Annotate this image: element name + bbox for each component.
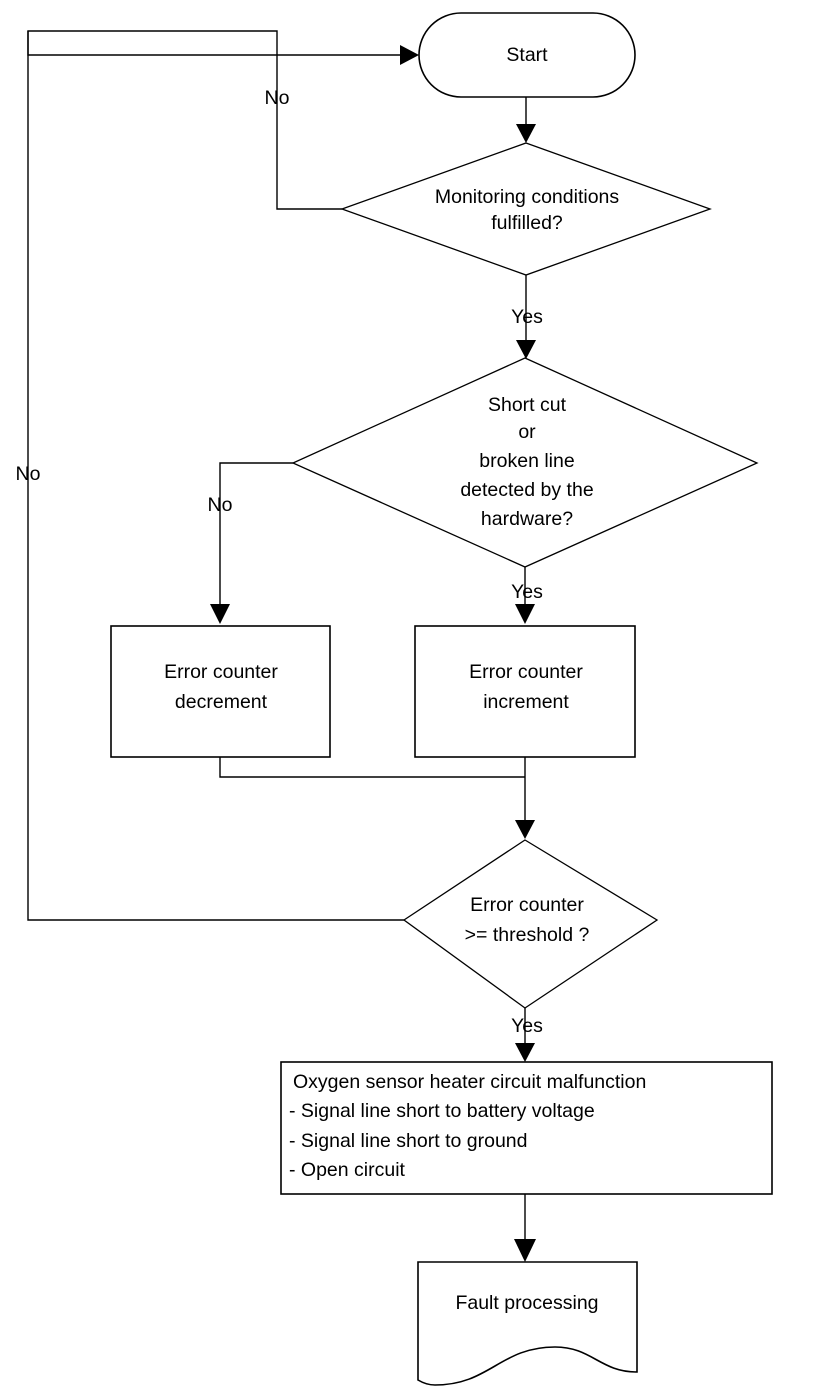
- decision-threshold-line-1: Error counter: [470, 894, 584, 916]
- node-malfunction[interactable]: Oxygen sensor heater circuit malfunction…: [280, 1061, 773, 1195]
- counter-increment-shape: [414, 625, 636, 758]
- counter-decrement-shape: [110, 625, 331, 758]
- fault-processing-shape: [417, 1261, 638, 1386]
- decision-monitoring-line-1: Monitoring conditions: [435, 186, 620, 208]
- decision-hardware-line-4: detected by the: [460, 479, 593, 501]
- arrowhead-icon: [515, 1043, 535, 1062]
- decision-hardware-line-5: hardware?: [481, 508, 573, 530]
- edge-hardware-no: [219, 462, 293, 616]
- edge-monitoring-no-loopback: [27, 30, 410, 210]
- counter-decrement-line-2: decrement: [175, 691, 268, 713]
- decision-hardware-line-2: or: [518, 421, 536, 443]
- fault-processing-label: Fault processing: [455, 1292, 598, 1314]
- decision-monitoring-line-2: fulfilled?: [491, 212, 563, 234]
- start-shape: [418, 12, 636, 98]
- node-start[interactable]: Start: [418, 12, 636, 98]
- node-counter-decrement[interactable]: Error counter decrement: [110, 625, 331, 758]
- counter-increment-line-1: Error counter: [469, 661, 583, 683]
- decision-monitoring-shape: [340, 142, 712, 276]
- counter-decrement-line-1: Error counter: [164, 661, 278, 683]
- node-counter-increment[interactable]: Error counter increment: [414, 625, 636, 758]
- node-decision-hardware[interactable]: Short cut or broken line detected by the…: [291, 357, 759, 568]
- malfunction-line-3: - Signal line short to ground: [289, 1130, 527, 1152]
- start-label: Start: [506, 44, 548, 66]
- edge-label-hardware-yes: Yes: [511, 581, 543, 603]
- arrowhead-icon: [400, 45, 419, 65]
- arrowhead-icon: [515, 820, 535, 839]
- edge-label-monitoring-no: No: [265, 87, 290, 109]
- node-decision-monitoring[interactable]: Monitoring conditions fulfilled?: [340, 142, 712, 276]
- edge-decrement-merge: [219, 757, 525, 778]
- node-decision-threshold[interactable]: Error counter >= threshold ?: [402, 839, 659, 1009]
- malfunction-line-2: - Signal line short to battery voltage: [289, 1100, 595, 1122]
- arrowhead-icon: [516, 340, 536, 359]
- decision-threshold-shape: [402, 839, 659, 1009]
- edge-threshold-no-loopback: [27, 31, 404, 921]
- node-fault-processing[interactable]: Fault processing: [417, 1261, 638, 1386]
- decision-threshold-line-2: >= threshold ?: [465, 924, 590, 946]
- counter-increment-line-2: increment: [483, 691, 569, 713]
- edge-label-hardware-no: No: [208, 494, 233, 516]
- arrowhead-icon: [210, 604, 230, 624]
- malfunction-shape: [280, 1061, 773, 1195]
- arrowhead-icon: [515, 604, 535, 624]
- decision-hardware-line-3: broken line: [479, 450, 574, 472]
- edge-label-monitoring-yes: Yes: [511, 306, 543, 328]
- arrowhead-icon: [516, 124, 536, 143]
- decision-hardware-shape: [291, 357, 759, 568]
- decision-hardware-line-1: Short cut: [488, 394, 567, 416]
- edge-label-threshold-no: No: [16, 463, 41, 485]
- malfunction-line-4: - Open circuit: [289, 1159, 406, 1181]
- malfunction-line-1: Oxygen sensor heater circuit malfunction: [293, 1071, 646, 1093]
- edge-label-threshold-yes: Yes: [511, 1015, 543, 1037]
- arrowhead-icon: [514, 1239, 536, 1262]
